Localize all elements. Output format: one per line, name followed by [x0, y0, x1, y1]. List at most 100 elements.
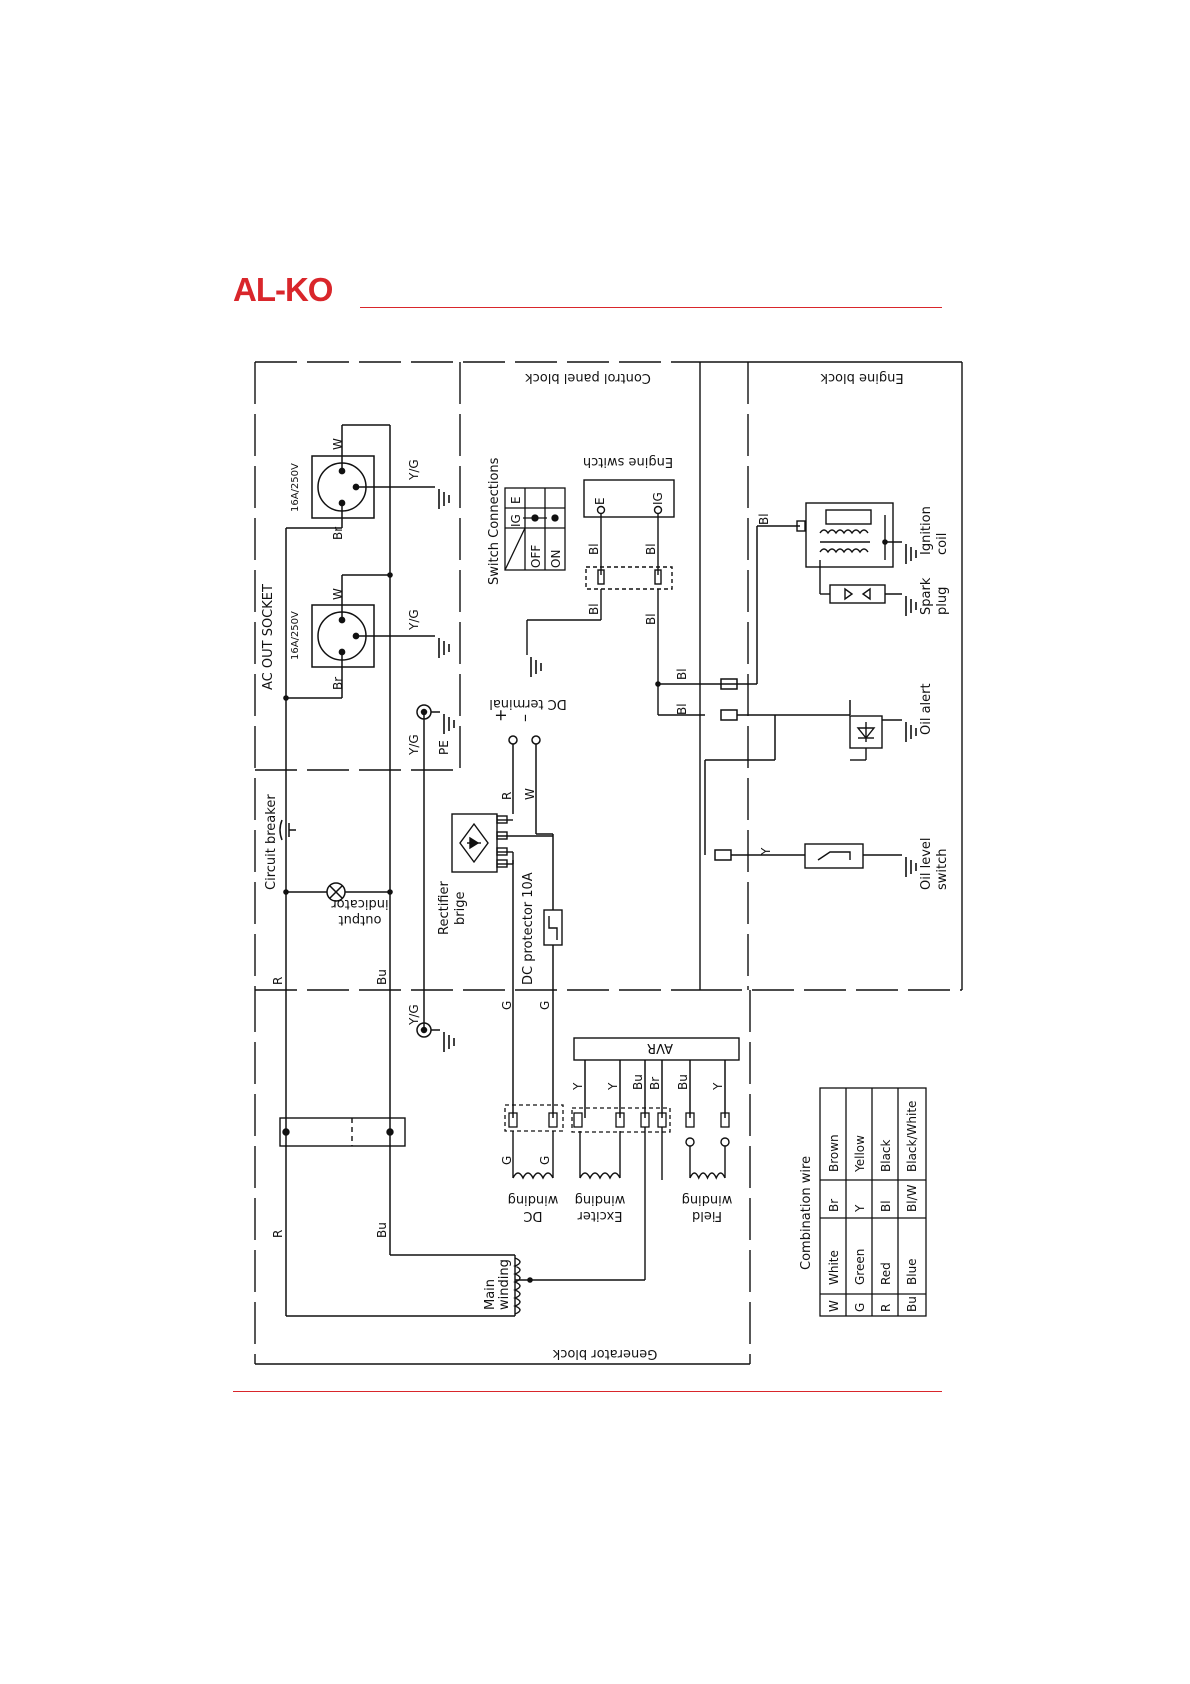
dc-winding-wire-g-1: G	[500, 1156, 514, 1165]
main-winding-label-1: Main	[483, 1279, 498, 1310]
legend-code: Bl/W	[905, 1184, 919, 1212]
dc-wire-g-1: G	[500, 1001, 514, 1010]
avr-wire-br: Br	[648, 1077, 662, 1090]
ignition-coil-icon	[796, 502, 894, 583]
legend-code: Br	[827, 1199, 841, 1212]
ignition-coil-label-1: Ignition	[919, 506, 934, 555]
socket-2-rating: 16A/250V	[290, 611, 301, 660]
switch-col-e: E	[509, 496, 523, 504]
output-indicator-label-1: output	[339, 912, 382, 927]
winding-connectors	[504, 1104, 730, 1133]
switch-row-on: ON	[549, 550, 563, 568]
avr-wire-bu: Bu	[631, 1074, 645, 1090]
legend-code: Bu	[905, 1296, 919, 1312]
avr-wire-bu-2: Bu	[676, 1074, 690, 1090]
footer-rule	[233, 1391, 942, 1392]
exciter-winding-label-1: Exciter	[577, 1208, 623, 1223]
dc-wire-r: R	[500, 792, 514, 800]
switch-wire-bl-1: Bl	[587, 543, 601, 555]
bus-bu-label-2: Bu	[375, 1222, 389, 1238]
control-panel-block-label: Control panel block	[525, 370, 651, 385]
oil-level-switch-label-1: Oil level	[919, 837, 934, 890]
dc-protector-label: DC protector 10A	[521, 872, 536, 985]
legend-code: Bl	[879, 1200, 893, 1212]
switch-wire-bl-5: Bl	[675, 668, 689, 680]
dc-protector-icon	[543, 909, 563, 946]
socket-1-wire-w: W	[331, 438, 345, 450]
legend-code: Y	[853, 1204, 867, 1213]
dc-wire-w: W	[523, 788, 537, 800]
avr-label: AVR	[647, 1040, 673, 1055]
avr-wires	[584, 1060, 726, 1118]
dc-winding-label-1: DC	[523, 1208, 542, 1223]
circuit-breaker-symbol	[279, 819, 296, 841]
engine-switch-label: Engine switch	[583, 454, 673, 469]
dc-winding-icon	[512, 1131, 554, 1180]
legend-color: Green	[853, 1249, 867, 1285]
legend-color: Blue	[905, 1258, 919, 1285]
socket-2-wire-br: Br	[331, 677, 345, 690]
alko-logo: AL-KO	[233, 271, 333, 308]
oil-alert-icon	[849, 715, 902, 761]
legend-code: R	[879, 1304, 893, 1312]
pe-wire-yg-2: Y/G	[407, 1004, 421, 1026]
bus-wires	[285, 425, 515, 1317]
junction	[655, 681, 661, 687]
engine-block-label: Engine block	[820, 370, 904, 385]
ignition-coil-label-2: coil	[935, 533, 950, 555]
pe-terminal-icon	[416, 704, 440, 720]
ac-socket-2	[311, 574, 435, 698]
circuit-breaker-label: Circuit breaker	[264, 794, 279, 890]
pe2-ground-icon	[443, 1031, 455, 1053]
oil-alert-label: Oil alert	[919, 683, 934, 735]
combination-wire-row-3: Bu Blue Bl/W Black/White	[905, 1101, 919, 1312]
socket-1-rating: 16A/250V	[290, 463, 301, 512]
combination-wire-row-1: G Green Y Yellow	[853, 1135, 867, 1312]
bus-r-label-2: R	[271, 1230, 285, 1238]
switch-ig-label: IG	[651, 492, 665, 505]
oil-level-ground-icon	[905, 856, 917, 878]
avr-wire-y-3: Y	[711, 1082, 725, 1091]
junction	[387, 572, 393, 578]
socket-1-wire-yg: Y/G	[407, 459, 421, 481]
pe-label: PE	[437, 740, 451, 755]
switch-ground-icon	[530, 656, 542, 678]
main-winding-label-2: winding	[497, 1259, 512, 1310]
oil-alert-ground-icon	[905, 721, 917, 743]
switch-connections-table	[504, 487, 566, 571]
switch-wire-bl-4: Bl	[644, 613, 658, 625]
legend-code: W	[827, 1300, 841, 1312]
dc-wire-g-2: G	[538, 1001, 552, 1010]
switch-wire-bl-6: Bl	[675, 703, 689, 715]
bus-r-label-1: R	[271, 977, 285, 985]
socket-2-wire-yg: Y/G	[407, 609, 421, 631]
avr-box	[573, 1037, 740, 1061]
switch-col-ig: IG	[509, 514, 523, 527]
dc-wires	[512, 744, 554, 1118]
junction	[527, 1277, 533, 1283]
output-indicator-label-2: indicator	[331, 896, 389, 911]
legend-color: Black/White	[905, 1101, 919, 1172]
switch-e-label: E	[593, 497, 607, 505]
oil-level-switch-icon	[804, 843, 902, 869]
spark-plug-label-2: plug	[935, 587, 950, 615]
header-rule	[360, 307, 942, 308]
dc-minus-label: –	[515, 714, 534, 722]
socket-1-wire-br: Br	[331, 527, 345, 540]
switch-connections-label: Switch Connections	[487, 457, 502, 585]
oil-level-switch-label-2: switch	[935, 848, 950, 890]
ac-socket-1	[311, 424, 435, 528]
pe-ground-icon	[443, 713, 455, 735]
pe-terminal-2-icon	[416, 1022, 440, 1038]
socket-2-ground-icon	[438, 637, 450, 659]
engine-wires	[704, 525, 851, 861]
socket-1-ground-icon	[438, 488, 450, 510]
dc-winding-wire-g-2: G	[538, 1156, 552, 1165]
combination-wire-title: Combination wire	[799, 1156, 814, 1270]
legend-color: Red	[879, 1262, 893, 1285]
coil-wire-bl: Bl	[757, 513, 771, 525]
legend-code: G	[853, 1303, 867, 1312]
spark-plug-label-1: Spark	[919, 577, 934, 615]
